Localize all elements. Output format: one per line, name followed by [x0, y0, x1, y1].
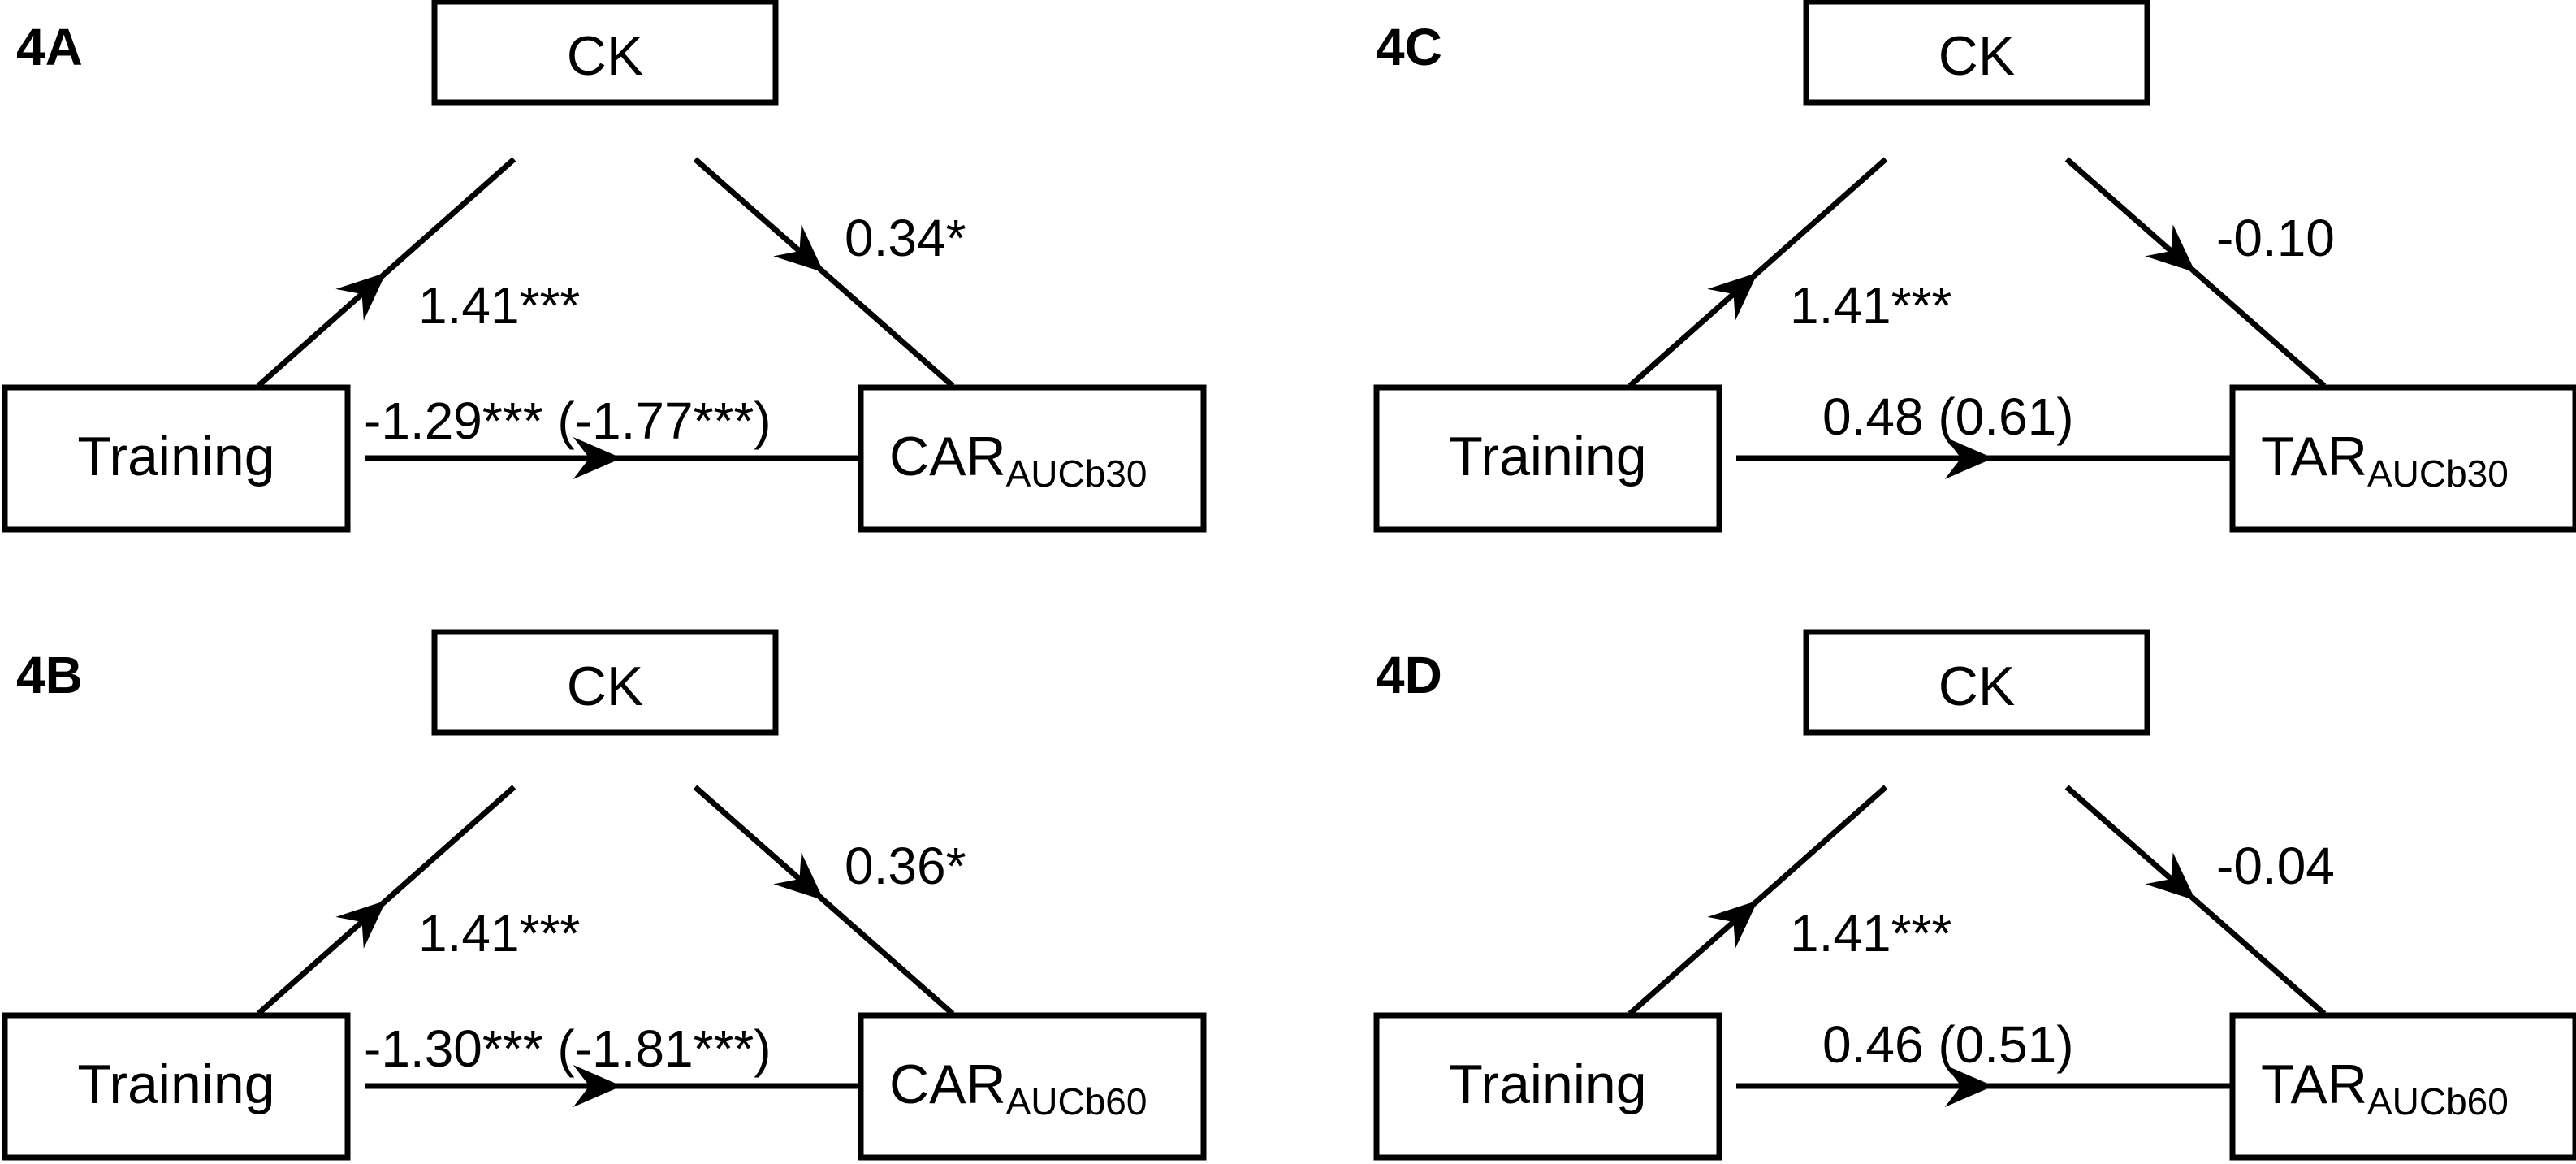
predictor-label: Training: [1449, 1054, 1646, 1115]
mediator-box: [431, 0, 779, 106]
panel-4B: 4B CK Training CARAUCb60 1.41*** 0.36* -…: [2, 629, 1207, 1161]
mediator-box: [431, 629, 779, 736]
path-b-arrowhead-icon: [773, 224, 824, 273]
path-a-coefficient: 1.41***: [1790, 904, 1951, 963]
path-c-arrowhead-icon: [573, 1065, 622, 1107]
panel-4D: 4D CK Training TARAUCb60 1.41*** -0.04 0…: [1373, 629, 2576, 1161]
outcome-main: CAR: [889, 426, 1006, 487]
outcome-label: TARAUCb30: [2261, 426, 2509, 495]
mediator-box: [1803, 0, 2150, 106]
panel-4C: 4C CK Training TARAUCb30 1.41*** -0.10 0…: [1373, 0, 2576, 533]
path-b-arrowhead-icon: [2145, 224, 2196, 273]
outcome-main: TAR: [2261, 426, 2367, 487]
panel-4A: 4A CK Training CARAUCb30 1.41*** 0.34* -…: [2, 0, 1207, 533]
path-a-arrowhead-icon: [335, 900, 387, 949]
path-b-arrowhead-icon: [773, 852, 824, 901]
panel-label: 4D: [1376, 646, 1442, 704]
mediator-box: [1803, 629, 2150, 736]
path-c-arrowhead-icon: [1944, 437, 1994, 479]
path-b-coefficient: -0.04: [2216, 837, 2335, 895]
path-c-coefficient: -1.30*** (-1.81***): [364, 1019, 772, 1078]
path-c-arrowhead-icon: [1944, 1065, 1994, 1107]
panel-label: 4A: [16, 18, 83, 76]
path-a-coefficient: 1.41***: [1790, 276, 1951, 335]
predictor-box: [2, 1012, 351, 1161]
panel-label: 4C: [1376, 18, 1442, 76]
path-a-arrowhead-icon: [1707, 272, 1758, 321]
mediator-label: CK: [567, 656, 643, 717]
panel-label: 4B: [16, 646, 83, 704]
path-a-coefficient: 1.41***: [418, 276, 580, 335]
path-b-coefficient: -0.10: [2216, 209, 2335, 267]
path-c-arrowhead-icon: [573, 437, 622, 479]
outcome-subscript: AUCb60: [1006, 1080, 1148, 1123]
outcome-label: CARAUCb30: [889, 426, 1147, 495]
path-a-coefficient: 1.41***: [418, 904, 580, 963]
path-a-arrowhead-icon: [335, 272, 387, 321]
path-c-coefficient: 0.48 (0.61): [1822, 387, 2074, 446]
outcome-subscript: AUCb30: [1006, 452, 1148, 495]
outcome-box: [2229, 384, 2576, 533]
outcome-main: CAR: [889, 1054, 1006, 1115]
outcome-main: TAR: [2261, 1054, 2367, 1115]
path-c-coefficient: 0.46 (0.51): [1822, 1015, 2074, 1074]
path-c-coefficient: -1.29*** (-1.77***): [364, 392, 772, 450]
predictor-label: Training: [77, 1054, 274, 1115]
path-a-arrowhead-icon: [1707, 900, 1758, 949]
outcome-box: [858, 384, 1207, 533]
outcome-subscript: AUCb60: [2367, 1080, 2509, 1123]
outcome-label: CARAUCb60: [889, 1054, 1147, 1123]
path-b-coefficient: 0.36*: [845, 837, 966, 895]
predictor-label: Training: [1449, 426, 1646, 487]
path-b-arrowhead-icon: [2145, 852, 2196, 901]
predictor-label: Training: [77, 426, 274, 487]
outcome-box: [858, 1012, 1207, 1161]
outcome-label: TARAUCb60: [2261, 1054, 2509, 1123]
outcome-subscript: AUCb30: [2367, 452, 2509, 495]
mediator-label: CK: [1938, 656, 2015, 717]
mediator-label: CK: [567, 25, 643, 87]
outcome-box: [2229, 1012, 2576, 1161]
path-b-coefficient: 0.34*: [845, 209, 966, 267]
predictor-box: [1373, 1012, 1722, 1161]
predictor-box: [2, 384, 351, 533]
mediator-label: CK: [1938, 25, 2015, 87]
predictor-box: [1373, 384, 1722, 533]
